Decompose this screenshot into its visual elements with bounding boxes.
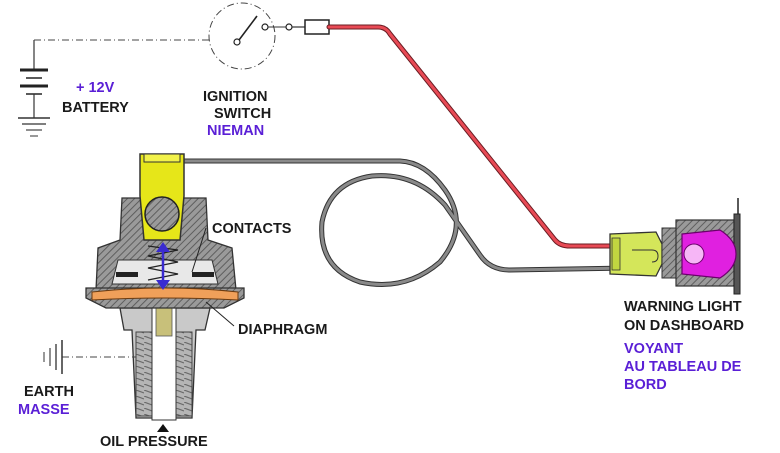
ignition-label-1: IGNITION bbox=[203, 89, 267, 105]
diaphragm-label: DIAPHRAGM bbox=[238, 322, 327, 338]
contacts-label: CONTACTS bbox=[212, 221, 292, 237]
voyant-label-1: VOYANT bbox=[624, 341, 683, 357]
diaphragm-membrane bbox=[91, 287, 239, 301]
battery-label: BATTERY bbox=[62, 100, 129, 116]
battery-symbol bbox=[18, 40, 50, 137]
voyant-label-3: BORD bbox=[624, 377, 667, 393]
voyant-label-2: AU TABLEAU DE bbox=[624, 359, 742, 375]
oil-pressure-label: OIL PRESSURE bbox=[100, 434, 208, 450]
spring-icon bbox=[147, 245, 179, 281]
warning-light-label-2: ON DASHBOARD bbox=[624, 318, 744, 334]
oil-pressure-sender bbox=[85, 153, 245, 432]
masse-label: MASSE bbox=[18, 402, 70, 418]
bulb-icon bbox=[681, 229, 737, 279]
ignition-switch-symbol bbox=[208, 2, 330, 70]
diaphragm-leader bbox=[205, 301, 235, 327]
oil-pressure-arrow-icon bbox=[157, 424, 169, 432]
earth-ground-symbol bbox=[43, 340, 136, 374]
warning-light-bulb-holder bbox=[609, 198, 741, 295]
nieman-label: NIEMAN bbox=[207, 123, 264, 139]
ignition-label-2: SWITCH bbox=[214, 106, 271, 122]
warning-light-label-1: WARNING LIGHT bbox=[624, 299, 742, 315]
earth-label: EARTH bbox=[24, 384, 74, 400]
contacts-leader bbox=[191, 227, 207, 273]
battery-voltage-label: + 12V bbox=[76, 80, 115, 96]
